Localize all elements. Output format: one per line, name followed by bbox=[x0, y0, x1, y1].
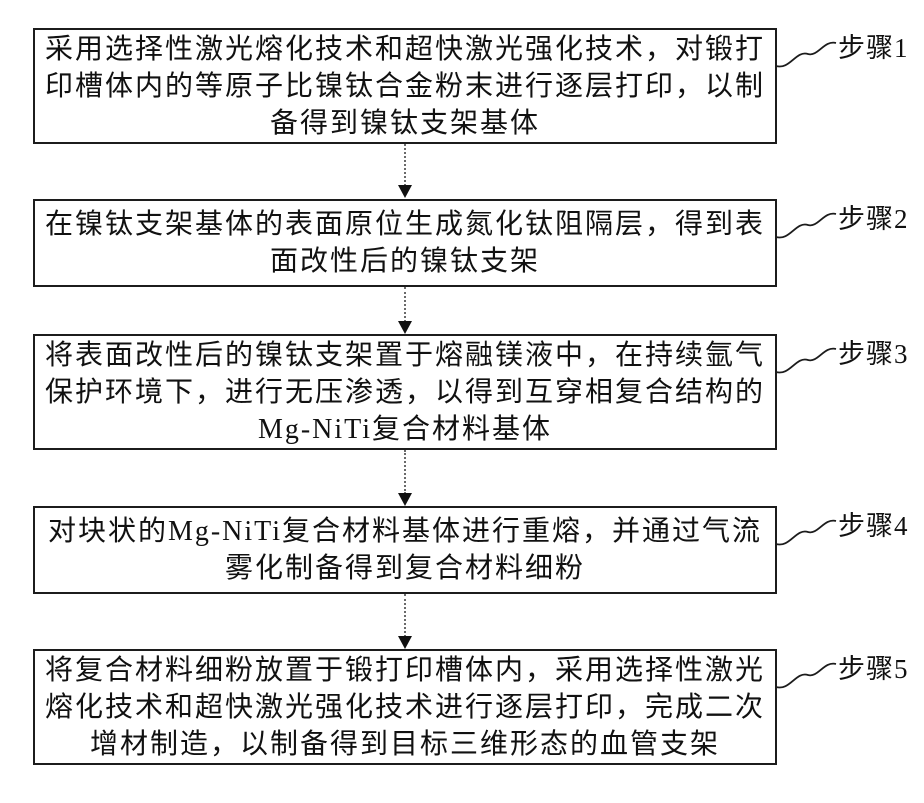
down-arrow-3 bbox=[398, 450, 412, 506]
down-arrow-4 bbox=[398, 594, 412, 649]
step-label-2: 步骤2 bbox=[838, 204, 909, 234]
down-arrow-1 bbox=[398, 144, 412, 198]
arrow-shaft-icon bbox=[404, 144, 406, 186]
step-text-5: 将复合材料细粉放置于锻打印槽体内，采用选择性激光 熔化技术和超快激光强化技术进行… bbox=[44, 654, 765, 760]
step-box-3: 将表面改性后的镍钛支架置于熔融镁液中，在持续氩气 保护环境下，进行无压渗透，以得… bbox=[33, 334, 777, 450]
arrow-shaft-icon bbox=[404, 287, 406, 322]
step-text-1: 采用选择性激光熔化技术和超快激光强化技术，对锻打 印槽体内的等原子比镍钛合金粉末… bbox=[44, 33, 765, 139]
step-text-2: 在镍钛支架基体的表面原位生成氮化钛阻隔层，得到表 面改性后的镍钛支架 bbox=[44, 209, 765, 277]
step-box-2: 在镍钛支架基体的表面原位生成氮化钛阻隔层，得到表 面改性后的镍钛支架 bbox=[33, 199, 777, 287]
step-box-4: 对块状的Mg-NiTi复合材料基体进行重熔，并通过气流 雾化制备得到复合材料细粉 bbox=[33, 506, 777, 594]
step-label-5: 步骤5 bbox=[838, 654, 909, 684]
step-text-4: 对块状的Mg-NiTi复合材料基体进行重熔，并通过气流 雾化制备得到复合材料细粉 bbox=[47, 516, 763, 584]
connector-curve-3 bbox=[775, 347, 837, 374]
step-label-4: 步骤4 bbox=[838, 511, 909, 541]
step-box-5: 将复合材料细粉放置于锻打印槽体内，采用选择性激光 熔化技术和超快激光强化技术进行… bbox=[33, 649, 777, 765]
arrow-head-icon bbox=[398, 321, 412, 334]
step-label-3: 步骤3 bbox=[838, 339, 909, 369]
step-label-1: 步骤1 bbox=[838, 33, 909, 63]
arrow-head-icon bbox=[398, 493, 412, 506]
arrow-shaft-icon bbox=[404, 450, 406, 494]
step-box-1: 采用选择性激光熔化技术和超快激光强化技术，对锻打 印槽体内的等原子比镍钛合金粉末… bbox=[33, 28, 777, 144]
connector-curve-1 bbox=[775, 41, 837, 68]
down-arrow-2 bbox=[398, 287, 412, 334]
connector-curve-4 bbox=[775, 519, 837, 546]
arrow-shaft-icon bbox=[404, 594, 406, 637]
step-text-3: 将表面改性后的镍钛支架置于熔融镁液中，在持续氩气 保护环境下，进行无压渗透，以得… bbox=[44, 339, 765, 445]
connector-curve-2 bbox=[775, 212, 837, 239]
arrow-head-icon bbox=[398, 185, 412, 198]
arrow-head-icon bbox=[398, 636, 412, 649]
connector-curve-5 bbox=[775, 662, 837, 689]
